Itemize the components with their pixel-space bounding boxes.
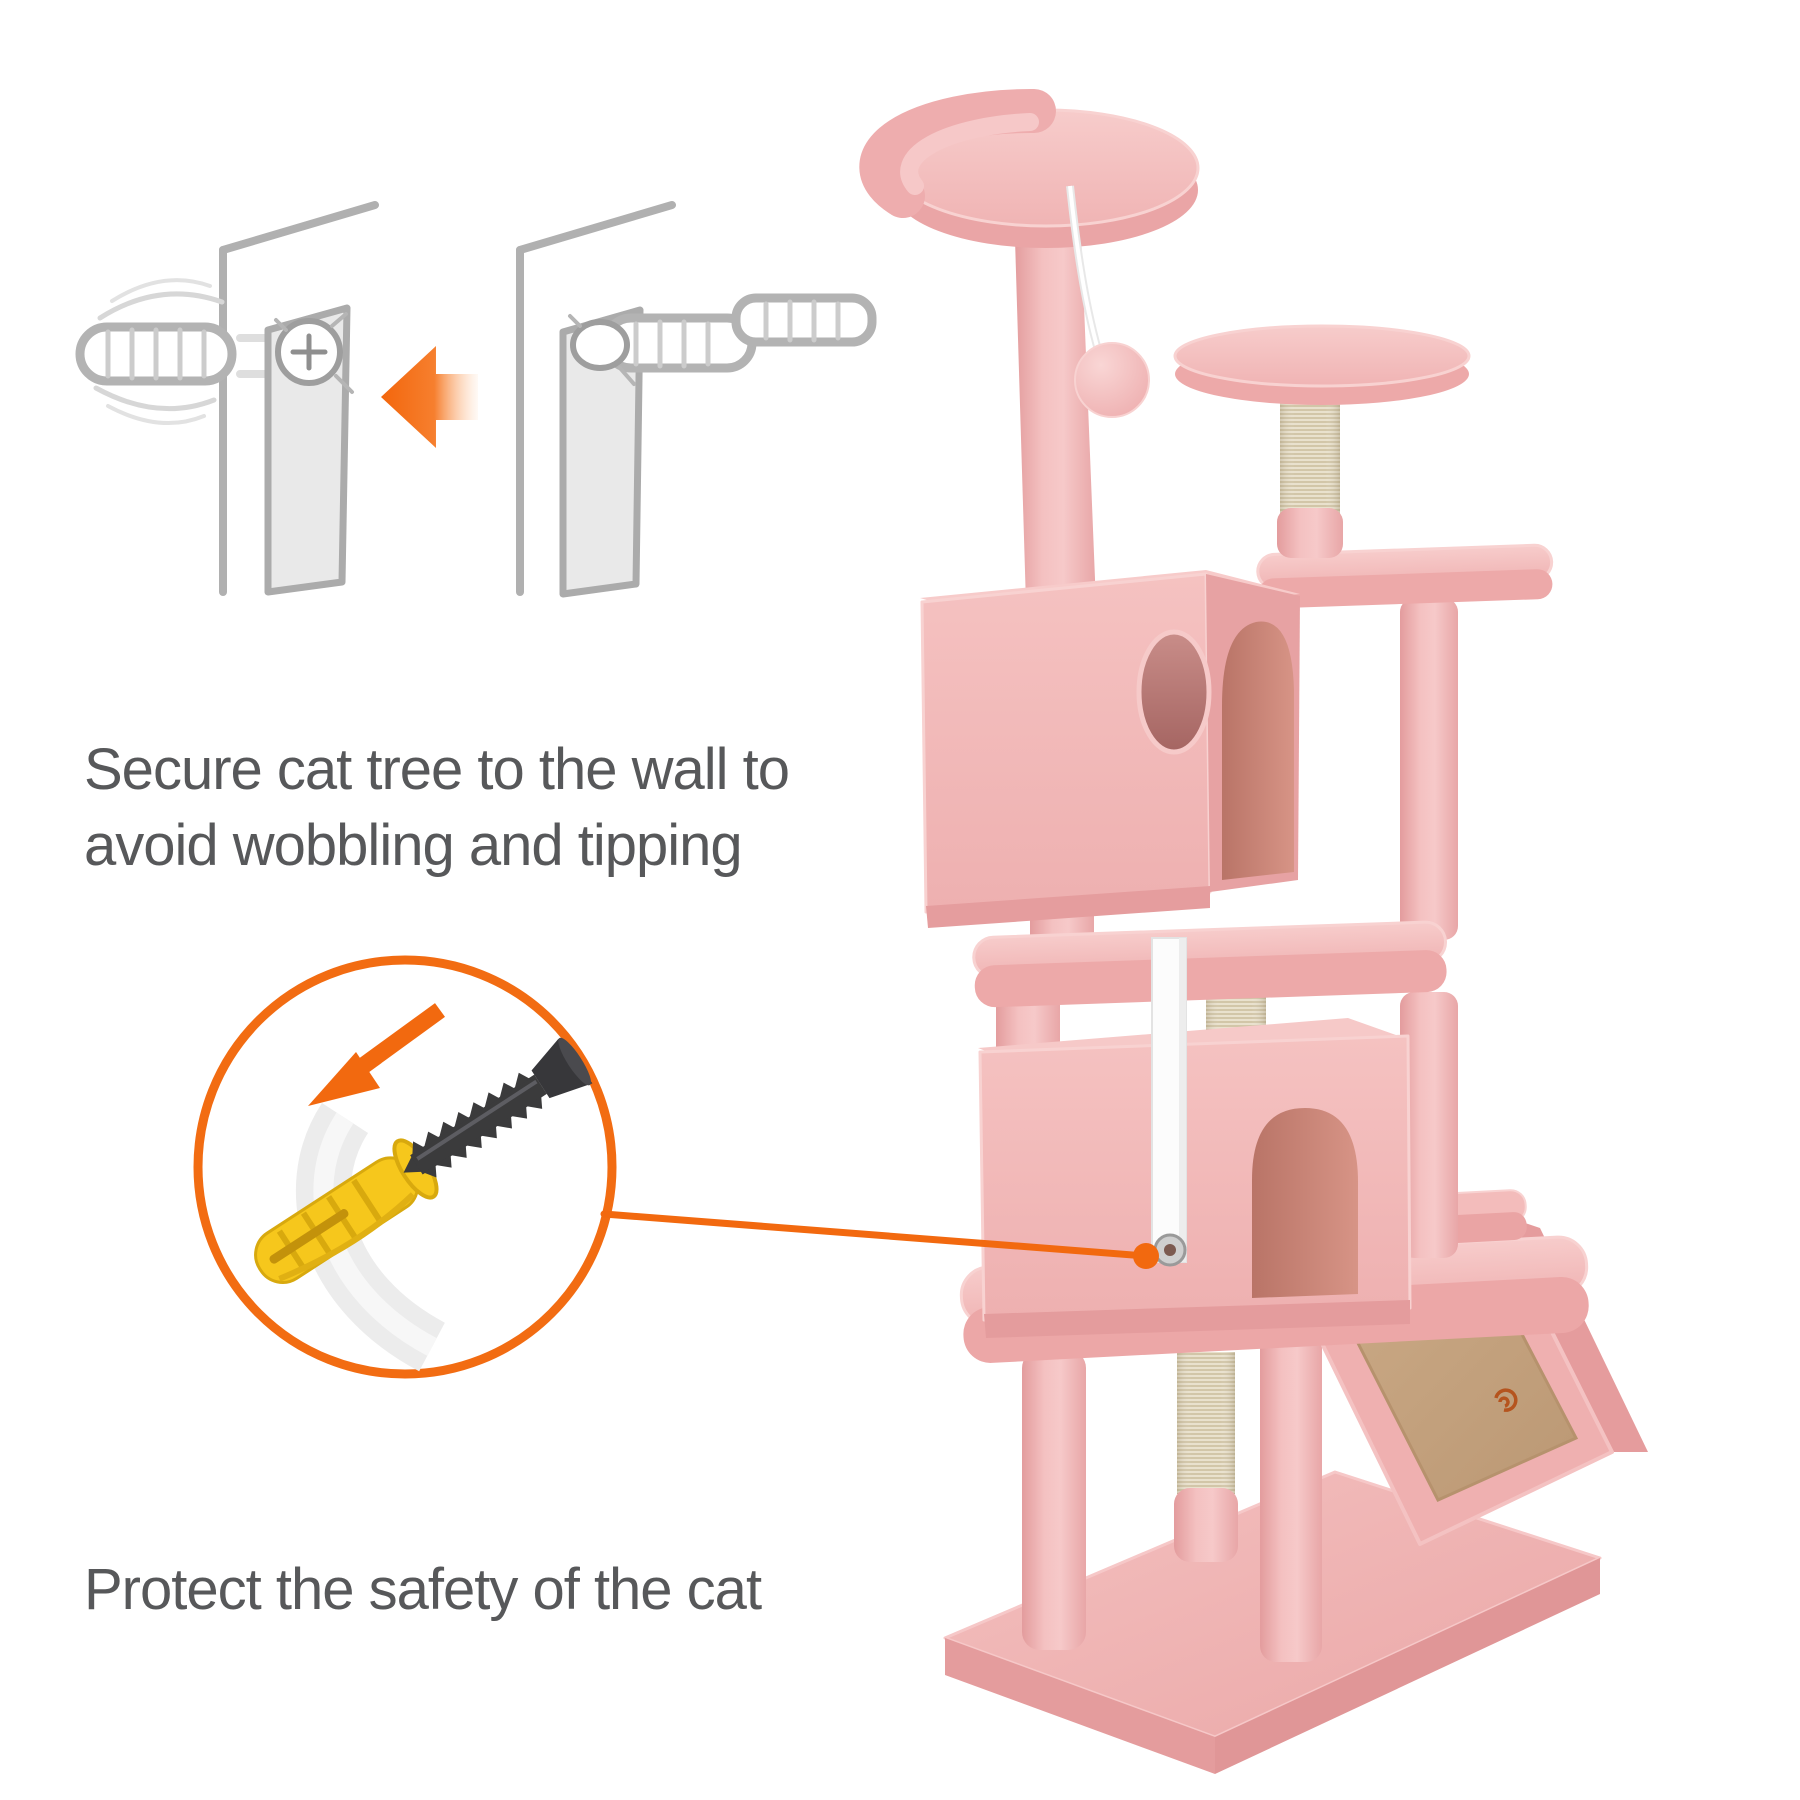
hardware-callout-circle bbox=[193, 955, 617, 1379]
wobble-arcs-icon bbox=[93, 278, 225, 426]
wall-diagram-wobble bbox=[75, 201, 379, 596]
callout-connector-line bbox=[600, 1210, 1159, 1269]
drywall-screw-icon bbox=[403, 1037, 593, 1178]
upper-right-post bbox=[1400, 598, 1458, 940]
screw-head-icon bbox=[274, 312, 354, 394]
upper-scratching-post bbox=[1277, 382, 1343, 558]
upper-condo bbox=[920, 570, 1300, 928]
mid-right-post bbox=[1400, 992, 1458, 1258]
callout-arrow-icon bbox=[308, 1003, 445, 1106]
lower-condo bbox=[978, 1018, 1412, 1338]
middle-shelf bbox=[972, 920, 1448, 1008]
wall-strap-panel bbox=[559, 306, 644, 598]
condo-oval-hole bbox=[1136, 629, 1212, 755]
cat-tree-illustration bbox=[859, 88, 1648, 1774]
anti-tip-strap bbox=[1151, 937, 1187, 1267]
anchor-screw-outline-icon bbox=[601, 293, 877, 373]
loose-anchor-outline-icon bbox=[75, 322, 237, 386]
bottom-left-post bbox=[1022, 1350, 1086, 1650]
left-arrow-icon bbox=[381, 346, 478, 448]
caption-protect-text: Protect the safety of the cat bbox=[84, 1557, 762, 1622]
condo-arch-doorway bbox=[1252, 1108, 1358, 1298]
second-perch bbox=[1173, 324, 1471, 405]
hole-icon bbox=[568, 314, 636, 386]
caption-secure-line2: avoid wobbling and tipping bbox=[84, 813, 743, 878]
caption-protect-safety: Protect the safety of the cat bbox=[84, 1552, 762, 1628]
ramp-logo-icon bbox=[1494, 1388, 1518, 1412]
caption-secure-wall: Secure cat tree to the wall to avoid wob… bbox=[84, 732, 790, 884]
main-post bbox=[1014, 206, 1096, 604]
bottom-right-post bbox=[1260, 1320, 1322, 1662]
condo-side-opening bbox=[1222, 621, 1294, 880]
caption-secure-line1: Secure cat tree to the wall to bbox=[84, 737, 790, 802]
pom-ball bbox=[1074, 342, 1150, 418]
wall-diagram-insert bbox=[516, 201, 877, 598]
top-perch bbox=[859, 88, 1200, 248]
bottom-scratching-post bbox=[1174, 1352, 1238, 1562]
